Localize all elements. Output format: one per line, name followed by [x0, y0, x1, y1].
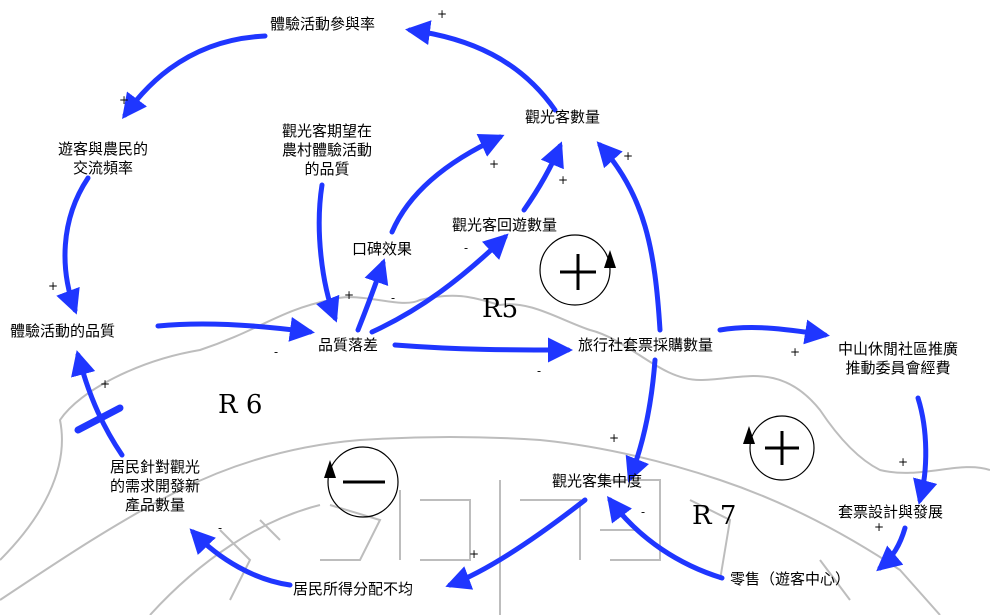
loop-signs — [343, 254, 799, 484]
node-line: 的需求開發新 — [110, 477, 201, 495]
polarity-minus: - — [274, 345, 279, 359]
link-wom-to-tourist — [389, 134, 505, 235]
node-package-design: 套票設計與發展 — [838, 503, 944, 521]
node-expectation: 觀光客期望在 農村體驗活動 的品質 — [282, 122, 372, 179]
node-visitor-farmer-freq: 遊客與農民的 交流頻率 — [58, 140, 148, 178]
node-participation-rate: 體驗活動參與率 — [270, 15, 376, 33]
link-agency-to-committee — [717, 319, 830, 345]
polarity-plus: + — [100, 377, 111, 391]
node-income-inequality: 居民所得分配不均 — [293, 580, 414, 598]
polarity-minus: - — [218, 521, 223, 535]
polarity-minus: - — [464, 241, 469, 255]
node-tourist-concentration: 觀光客集中度 — [552, 472, 643, 490]
link-agency-to-tourist — [596, 141, 663, 333]
polarity-plus: + — [874, 520, 885, 534]
polarity-minus: - — [641, 505, 646, 519]
link-committee-to-design — [913, 395, 938, 505]
link-retail-to-concentration — [606, 496, 725, 581]
node-line: 交流頻率 — [73, 159, 134, 177]
link-design-to-retail — [876, 525, 908, 572]
polarity-plus: + — [898, 455, 909, 469]
polarity-plus: + — [489, 157, 500, 171]
node-experience-quality: 體驗活動的品質 — [10, 322, 116, 340]
polarity-plus: + — [437, 7, 448, 21]
polarity-plus: + — [344, 288, 355, 302]
arrowhead-r5 — [604, 250, 616, 268]
node-word-of-mouth: 口碑效果 — [352, 240, 413, 258]
link-participation-to-exchange — [122, 33, 268, 120]
loop-circle-r7 — [749, 415, 815, 481]
link-exchange-to-quality — [56, 175, 91, 315]
polarity-plus: + — [119, 93, 130, 107]
node-line: 產品數量 — [125, 496, 186, 514]
loop-circle-r6 — [327, 446, 399, 518]
node-committee-budget: 中山休閒社區推廣 推動委員會經費 — [838, 340, 958, 378]
delay-mark — [74, 404, 124, 434]
polarity-minus: - — [391, 291, 396, 305]
node-line: 中山休閒社區推廣 — [838, 340, 959, 358]
node-resident-products: 居民針對觀光 的需求開發新 產品數量 — [110, 458, 200, 515]
polarity-plus: + — [558, 173, 569, 187]
polarity-plus: + — [609, 431, 620, 445]
link-quality-to-gap — [155, 316, 315, 342]
polarity-plus: + — [469, 547, 480, 561]
node-line: 推動委員會經費 — [845, 359, 951, 377]
loop-label-r5: R5 — [482, 294, 519, 324]
background-seal — [0, 294, 990, 615]
polarity-plus: + — [48, 279, 59, 293]
link-gap-to-wom — [355, 258, 389, 333]
link-inequality-to-products — [189, 528, 293, 588]
polarity-minus: - — [537, 364, 542, 378]
node-line: 居民針對觀光 — [110, 458, 201, 476]
arrowhead-r6 — [324, 460, 336, 478]
node-line: 的品質 — [304, 160, 350, 178]
node-line: 遊客與農民的 — [58, 140, 149, 158]
loop-label-r6: R 6 — [218, 390, 263, 420]
node-line: 觀光客期望在 — [282, 122, 373, 140]
link-gap-to-revisit — [369, 233, 509, 335]
link-gap-to-agency — [392, 337, 573, 363]
link-concentration-to-inequality — [445, 497, 588, 590]
node-tourist-count: 觀光客數量 — [525, 108, 601, 126]
loop-arrowheads — [324, 250, 755, 478]
node-agency-package: 旅行社套票採購數量 — [578, 336, 714, 354]
node-line: 農村體驗活動 — [282, 141, 373, 159]
causal-links — [56, 20, 938, 590]
polarity-plus: + — [790, 345, 801, 359]
link-tourist-to-participation — [405, 20, 558, 113]
link-agency-to-concentration — [625, 357, 658, 483]
node-retail-center: 零售（遊客中心） — [730, 570, 851, 588]
link-products-to-quality — [71, 350, 125, 458]
arrowhead-r7 — [743, 426, 755, 444]
node-quality-gap: 品質落差 — [318, 336, 379, 354]
loop-circles — [327, 234, 815, 518]
loop-label-r7: R 7 — [692, 501, 737, 531]
link-expectation-to-gap — [316, 182, 340, 323]
link-revisit-to-tourist — [521, 141, 564, 213]
loop-circle-r5 — [539, 234, 611, 306]
polarity-plus: + — [623, 149, 634, 163]
node-revisit-count: 觀光客回遊數量 — [452, 216, 558, 234]
